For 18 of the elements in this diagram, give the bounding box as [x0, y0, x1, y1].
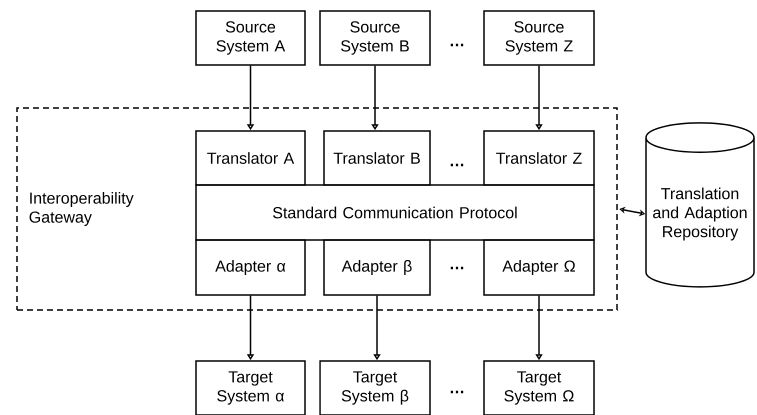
component-box: Translator B [323, 130, 431, 186]
component-box: Adapter β [323, 239, 431, 296]
component-box: Translator Z [483, 130, 595, 186]
system-box: Target System α [195, 360, 306, 415]
component-box: Adapter α [195, 239, 306, 296]
component-box: Adapter Ω [483, 239, 595, 296]
repository-cylinder: Translation and Adaption Repository [645, 122, 755, 288]
component-box: Translator A [195, 130, 306, 186]
system-box: Source System A [195, 10, 306, 66]
system-box: Source System B [319, 10, 431, 66]
protocol-bar: Standard Communication Protocol [195, 184, 595, 241]
system-box: Target System β [319, 360, 431, 415]
ellipsis: … [450, 266, 464, 270]
ellipsis: … [450, 44, 464, 46]
ellipsis: … [450, 164, 464, 166]
system-box: Target System Ω [483, 360, 595, 415]
ellipsis: … [450, 390, 464, 394]
system-box: Source System Z [483, 10, 595, 66]
